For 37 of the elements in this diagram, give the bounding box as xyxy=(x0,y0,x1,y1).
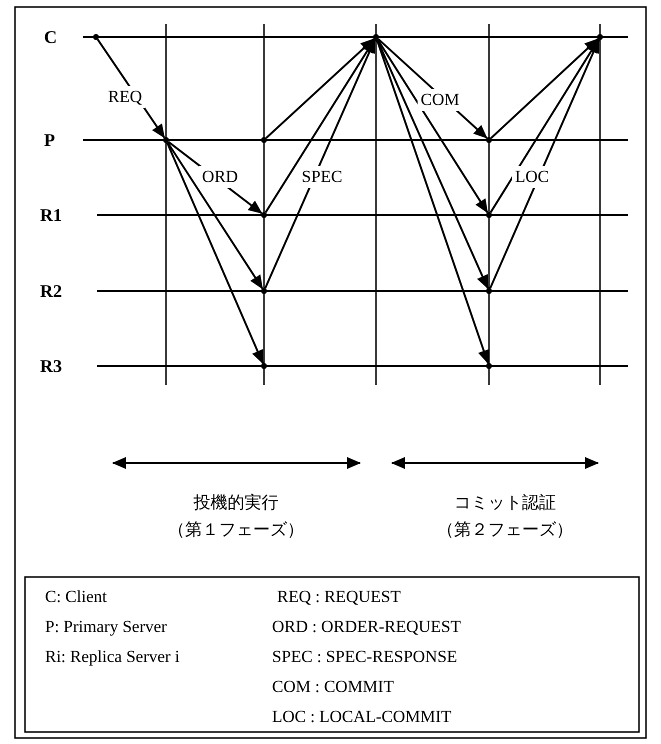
legend-entry: C: Client xyxy=(45,587,107,607)
legend-entry: SPEC : SPEC-RESPONSE xyxy=(272,647,458,667)
event-dot xyxy=(261,137,267,143)
event-dot xyxy=(486,212,492,218)
arrow xyxy=(264,38,376,289)
phase-label: 投機的実行 xyxy=(194,492,278,514)
event-dot xyxy=(163,137,169,143)
event-dot xyxy=(261,288,267,294)
timeline-label: R2 xyxy=(40,281,62,301)
arrow xyxy=(489,38,600,289)
arrow xyxy=(166,142,264,290)
timeline-label: C xyxy=(44,27,57,47)
event-dot xyxy=(261,212,267,218)
legend-entry: REQ : REQUEST xyxy=(277,587,401,607)
phase-label: コミット認証 xyxy=(454,492,556,514)
event-dot xyxy=(261,363,267,369)
timeline-label: P xyxy=(44,130,55,150)
timeline-label: R1 xyxy=(40,205,62,225)
event-dot xyxy=(93,34,99,40)
arrow xyxy=(376,40,490,364)
event-dot xyxy=(373,34,379,40)
timeline-label: R3 xyxy=(40,356,62,376)
phase-label: （第２フェーズ） xyxy=(437,519,573,541)
arrow xyxy=(376,39,488,214)
arrow xyxy=(490,38,599,139)
arrow xyxy=(266,38,375,139)
event-dot xyxy=(597,34,603,40)
event-dot xyxy=(486,363,492,369)
legend-entry: COM : COMMIT xyxy=(272,677,394,697)
legend-entry: P: Primary Server xyxy=(45,617,167,637)
phase-label: （第１フェーズ） xyxy=(168,519,304,541)
legend-entry: Ri: Replica Server i xyxy=(45,647,180,667)
arrow xyxy=(376,39,489,290)
arrow xyxy=(166,142,264,364)
legend-entry: LOC : LOCAL-COMMIT xyxy=(272,707,452,727)
legend-entry: ORD : ORDER-REQUEST xyxy=(272,617,461,637)
event-dot xyxy=(486,288,492,294)
